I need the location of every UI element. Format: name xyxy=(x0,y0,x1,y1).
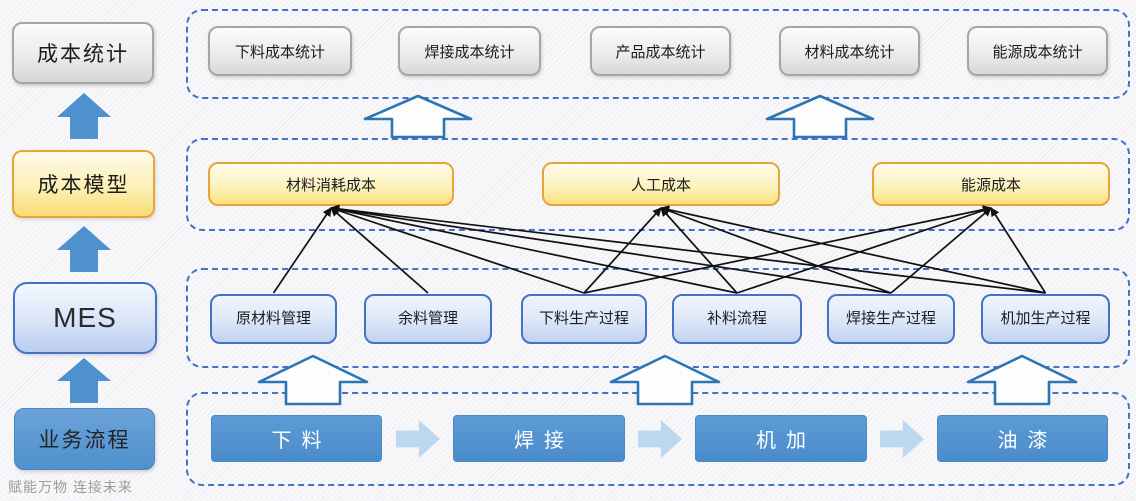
statistics-group-border xyxy=(186,9,1130,99)
stat-label: 材料成本统计 xyxy=(804,43,895,61)
process-label: 机加 xyxy=(756,430,816,452)
mes-label: 余料管理 xyxy=(397,310,458,328)
stat-box-welding: 焊接成本统计 xyxy=(398,26,541,76)
layer-mes: MES xyxy=(13,282,157,354)
process-box-cutting: 下料 xyxy=(211,415,382,462)
process-label: 下料 xyxy=(271,430,332,452)
mes-label: 补料流程 xyxy=(706,310,767,328)
layer-label: 成本统计 xyxy=(37,43,129,66)
mes-label: 下料生产过程 xyxy=(538,310,629,328)
mes-box-surplus-material: 余料管理 xyxy=(364,294,492,344)
cost-label: 能源成本 xyxy=(960,176,1021,194)
cost-label: 材料消耗成本 xyxy=(285,176,376,194)
process-box-painting: 油漆 xyxy=(937,415,1108,462)
stat-label: 下料成本统计 xyxy=(234,43,325,61)
layer-label: 业务流程 xyxy=(38,429,131,452)
mes-box-replenish-flow: 补料流程 xyxy=(672,294,802,344)
stat-label: 产品成本统计 xyxy=(615,43,706,61)
cost-label: 人工成本 xyxy=(630,176,691,194)
layer-label: 成本模型 xyxy=(37,174,130,197)
stat-box-product: 产品成本统计 xyxy=(590,26,731,76)
process-label: 焊接 xyxy=(514,430,574,452)
mes-box-machining-process: 机加生产过程 xyxy=(981,294,1110,344)
process-label: 油漆 xyxy=(997,430,1058,452)
mes-box-raw-material: 原材料管理 xyxy=(210,294,337,344)
stat-box-material: 材料成本统计 xyxy=(779,26,920,76)
layer-label: MES xyxy=(53,302,117,333)
layer-cost-statistics: 成本统计 xyxy=(12,22,154,84)
stat-label: 焊接成本统计 xyxy=(424,43,515,61)
stat-label: 能源成本统计 xyxy=(992,43,1083,61)
layer-business-process: 业务流程 xyxy=(14,408,155,470)
mes-label: 原材料管理 xyxy=(235,310,311,328)
cost-box-labor: 人工成本 xyxy=(542,162,780,206)
solid-up-arrows xyxy=(57,93,111,403)
cost-box-material-consumption: 材料消耗成本 xyxy=(208,162,454,206)
watermark-text: 赋能万物 连接未来 xyxy=(8,479,133,495)
process-box-machining: 机加 xyxy=(695,415,867,462)
mes-box-cutting-process: 下料生产过程 xyxy=(521,294,647,344)
mes-label: 焊接生产过程 xyxy=(845,310,936,328)
layer-cost-model: 成本模型 xyxy=(12,150,155,218)
process-box-welding: 焊接 xyxy=(453,415,625,462)
stat-box-energy: 能源成本统计 xyxy=(967,26,1108,76)
stat-box-cutting: 下料成本统计 xyxy=(208,26,352,76)
mes-box-welding-process: 焊接生产过程 xyxy=(827,294,955,344)
cost-box-energy: 能源成本 xyxy=(872,162,1110,206)
mes-label: 机加生产过程 xyxy=(1000,310,1091,328)
